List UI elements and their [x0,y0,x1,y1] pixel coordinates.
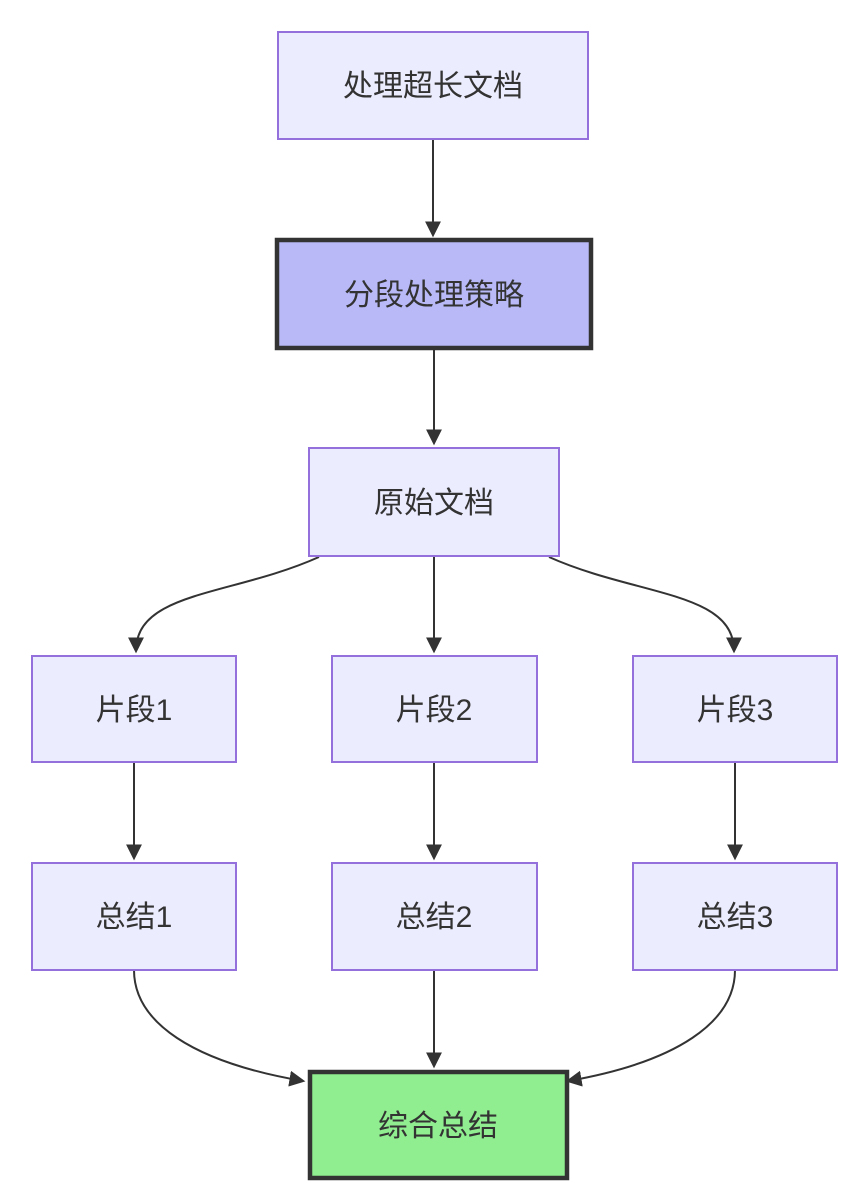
node-summary-3: 总结3 [632,862,838,971]
node-box [31,655,237,763]
node-summary-2: 总结2 [331,862,538,971]
node-label: 总结2 [396,901,473,934]
node-segmented-processing-strategy: 分段处理策略 [274,237,594,351]
node-label: 总结1 [96,901,173,934]
node-box [277,31,589,140]
node-label: 片段1 [96,694,173,727]
node-label: 片段2 [396,694,473,727]
node-box [274,237,594,351]
edge-original-to-fragment3 [548,556,742,654]
node-fragment-3: 片段3 [632,655,838,763]
edge-summary3-to-combined [565,969,736,1087]
node-summary-1: 总结1 [31,862,237,971]
edges [126,139,743,1087]
node-process-long-document: 处理超长文档 [277,31,589,140]
node-box [331,862,538,971]
node-label: 处理超长文档 [343,70,523,103]
node-box [632,655,838,763]
node-fragment-2: 片段2 [331,655,538,763]
node-fragment-1: 片段1 [31,655,237,763]
node-box [31,862,237,971]
node-label: 综合总结 [378,1110,498,1143]
node-original-document: 原始文档 [308,447,560,557]
edge-summary1-to-combined [133,969,306,1087]
node-label: 原始文档 [374,487,494,520]
node-box [632,862,838,971]
node-box [307,1069,570,1181]
node-label: 片段3 [697,694,774,727]
node-label: 分段处理策略 [344,279,524,312]
node-box [308,447,560,557]
edge-original-to-fragment1 [128,556,320,654]
node-box [331,655,538,763]
node-label: 总结3 [697,901,774,934]
node-combined-summary: 综合总结 [307,1069,570,1181]
